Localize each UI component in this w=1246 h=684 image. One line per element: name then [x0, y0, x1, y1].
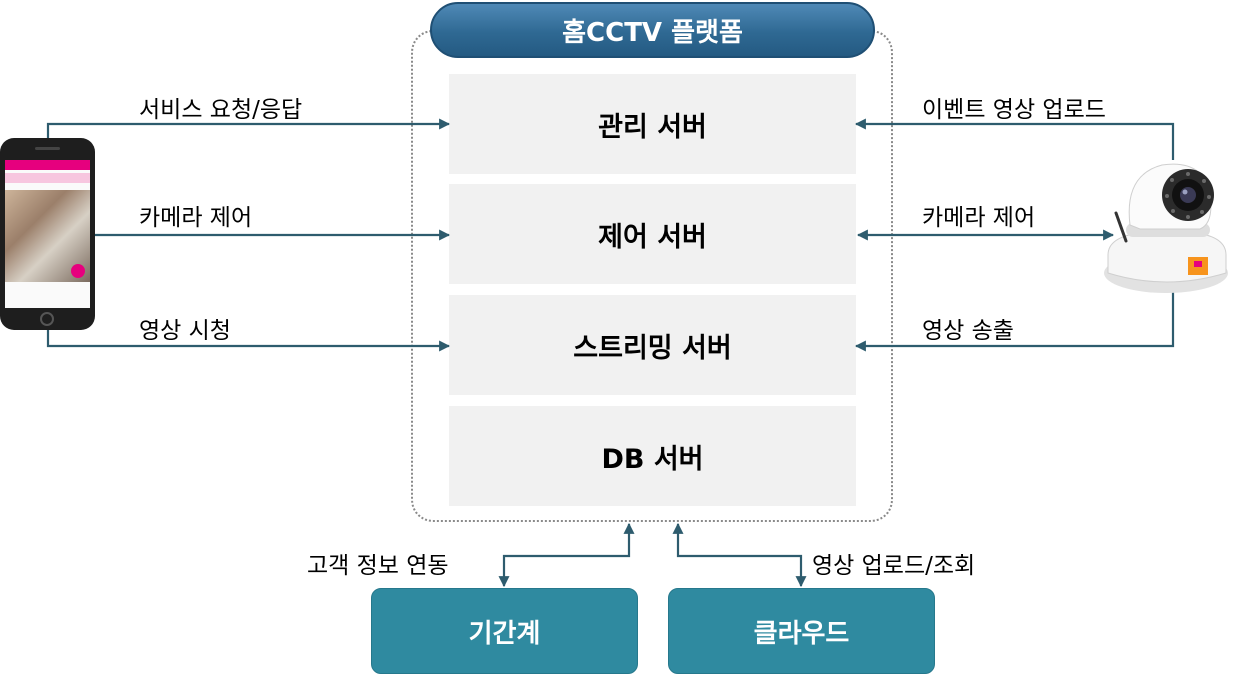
label-customer-info: 고객 정보 연동: [307, 553, 449, 579]
streaming-server: 스트리밍 서버: [449, 295, 856, 395]
label-video-watch: 영상 시청: [139, 318, 231, 344]
db-server: DB 서버: [449, 406, 856, 506]
arrow-service-request: [46, 118, 451, 140]
phone-home-button: [40, 312, 54, 326]
arrow-video-upload-query: [672, 522, 807, 588]
label-event-upload: 이벤트 영상 업로드: [922, 97, 1106, 123]
arrow-video-transmit: [854, 292, 1175, 352]
label-service-request: 서비스 요청/응답: [139, 97, 303, 123]
cctv-camera-icon: [1104, 163, 1228, 293]
core-system-box: 기간계: [371, 588, 638, 674]
arrow-event-upload: [854, 118, 1175, 160]
label-video-transmit: 영상 송출: [922, 318, 1014, 344]
phone-action-dot: [71, 264, 85, 278]
platform-title: 홈CCTV 플랫폼: [430, 2, 875, 58]
label-camera-control-right: 카메라 제어: [922, 205, 1036, 231]
phone-speaker: [35, 147, 60, 150]
arrow-customer-info: [498, 522, 635, 588]
phone-app-header: [5, 160, 90, 170]
control-server: 제어 서버: [449, 184, 856, 284]
label-video-upload-query: 영상 업로드/조회: [812, 553, 976, 579]
management-server: 관리 서버: [449, 74, 856, 174]
arrow-video-watch: [46, 330, 451, 352]
cloud-box: 클라우드: [668, 588, 935, 674]
label-camera-control-left: 카메라 제어: [139, 205, 253, 231]
smartphone-icon: [0, 138, 95, 330]
phone-app-tabs: [5, 173, 90, 183]
phone-screen: [5, 160, 90, 308]
